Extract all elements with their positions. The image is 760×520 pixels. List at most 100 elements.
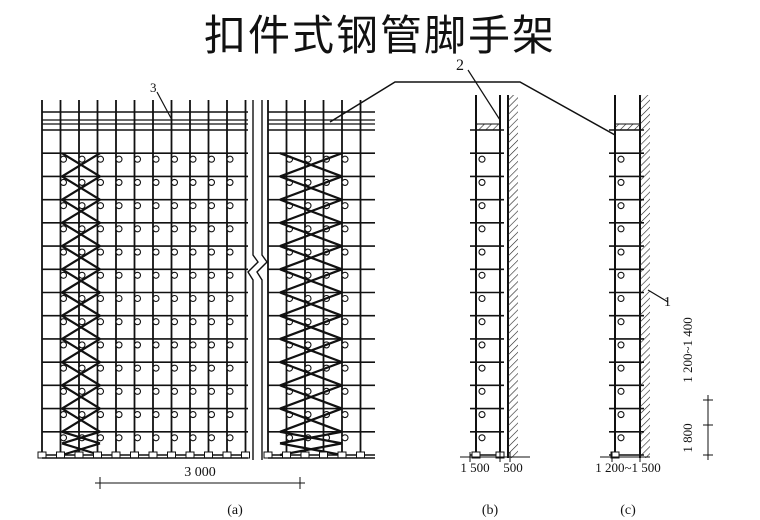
coupler — [152, 318, 160, 326]
coupler — [115, 155, 123, 163]
coupler — [207, 178, 216, 186]
coupler — [207, 225, 216, 233]
coupler — [59, 387, 68, 395]
coupler — [152, 434, 160, 442]
page-title: 扣件式钢管脚手架 — [203, 11, 556, 60]
coupler — [189, 248, 197, 256]
coupler — [133, 225, 142, 233]
cross-brace — [61, 384, 101, 410]
base-plate — [471, 451, 481, 459]
coupler — [59, 294, 68, 303]
cross-brace — [279, 245, 343, 271]
deck-board — [614, 123, 641, 131]
coupler — [96, 318, 105, 326]
callout-1: 1 — [664, 295, 671, 310]
coupler — [133, 248, 142, 256]
cross-brace — [279, 175, 343, 201]
coupler — [478, 294, 486, 303]
base-plate — [300, 451, 310, 459]
coupler — [152, 411, 160, 419]
coupler — [115, 178, 123, 186]
coupler — [59, 434, 68, 442]
coupler — [170, 318, 179, 326]
base-plate — [148, 451, 158, 459]
cross-brace — [279, 430, 343, 445]
break-line — [247, 100, 259, 460]
coupler — [304, 341, 312, 349]
coupler — [341, 155, 349, 163]
base-plate — [37, 451, 47, 459]
dimension-c — [600, 395, 713, 462]
cross-brace — [279, 442, 343, 457]
coupler — [133, 341, 142, 349]
coupler — [133, 178, 142, 186]
coupler — [189, 155, 197, 163]
coupler — [152, 202, 160, 210]
coupler — [96, 178, 105, 186]
coupler — [78, 155, 86, 163]
coupler — [115, 202, 123, 210]
coupler — [59, 411, 68, 419]
base-plate — [185, 451, 195, 459]
cross-brace — [61, 430, 101, 445]
coupler — [304, 202, 312, 210]
coupler — [478, 341, 486, 349]
coupler — [96, 411, 105, 419]
coupler — [59, 341, 68, 349]
coupler — [96, 341, 105, 349]
coupler — [207, 318, 216, 326]
base-plate — [319, 451, 328, 459]
coupler — [341, 248, 349, 256]
coupler — [96, 294, 105, 303]
coupler — [285, 434, 294, 442]
base-plate — [111, 451, 121, 459]
coupler — [170, 248, 179, 256]
coupler — [617, 225, 625, 233]
cross-brace — [279, 291, 343, 317]
cross-brace — [279, 407, 343, 433]
coupler — [478, 411, 486, 419]
coupler — [133, 294, 142, 303]
coupler — [226, 248, 234, 256]
base-plate — [263, 451, 273, 459]
coupler — [304, 387, 312, 395]
base-plate — [74, 451, 84, 459]
coupler — [617, 294, 625, 303]
callout-3: 3 — [150, 80, 157, 95]
coupler — [115, 318, 123, 326]
cross-brace — [61, 175, 101, 201]
dimension-c-vertical-upper: 1 200~1 400 — [680, 317, 695, 383]
coupler — [226, 434, 234, 442]
coupler — [226, 364, 234, 372]
coupler — [341, 225, 349, 233]
coupler — [617, 411, 625, 419]
cross-brace — [61, 314, 101, 340]
coupler — [226, 202, 234, 210]
coupler — [96, 225, 105, 233]
coupler — [115, 387, 123, 395]
coupler — [152, 271, 160, 279]
coupler — [189, 294, 197, 303]
coupler — [133, 387, 142, 395]
dimension-b-label-1: 1 500 — [460, 460, 489, 475]
coupler — [96, 387, 105, 395]
coupler — [152, 294, 160, 303]
coupler — [115, 248, 123, 256]
coupler — [59, 318, 68, 326]
coupler — [133, 155, 142, 163]
coupler — [226, 178, 234, 186]
coupler — [226, 411, 234, 419]
section-view-b — [470, 95, 518, 459]
callout-leader-2 — [156, 69, 669, 303]
coupler — [170, 225, 179, 233]
coupler — [341, 364, 349, 372]
wall-hatch — [640, 95, 650, 458]
coupler — [189, 318, 197, 326]
coupler — [189, 434, 197, 442]
coupler — [207, 202, 216, 210]
cross-brace — [279, 384, 343, 410]
coupler — [78, 411, 86, 419]
dimension-b — [460, 452, 530, 462]
cross-brace — [61, 245, 101, 271]
coupler — [115, 271, 123, 279]
